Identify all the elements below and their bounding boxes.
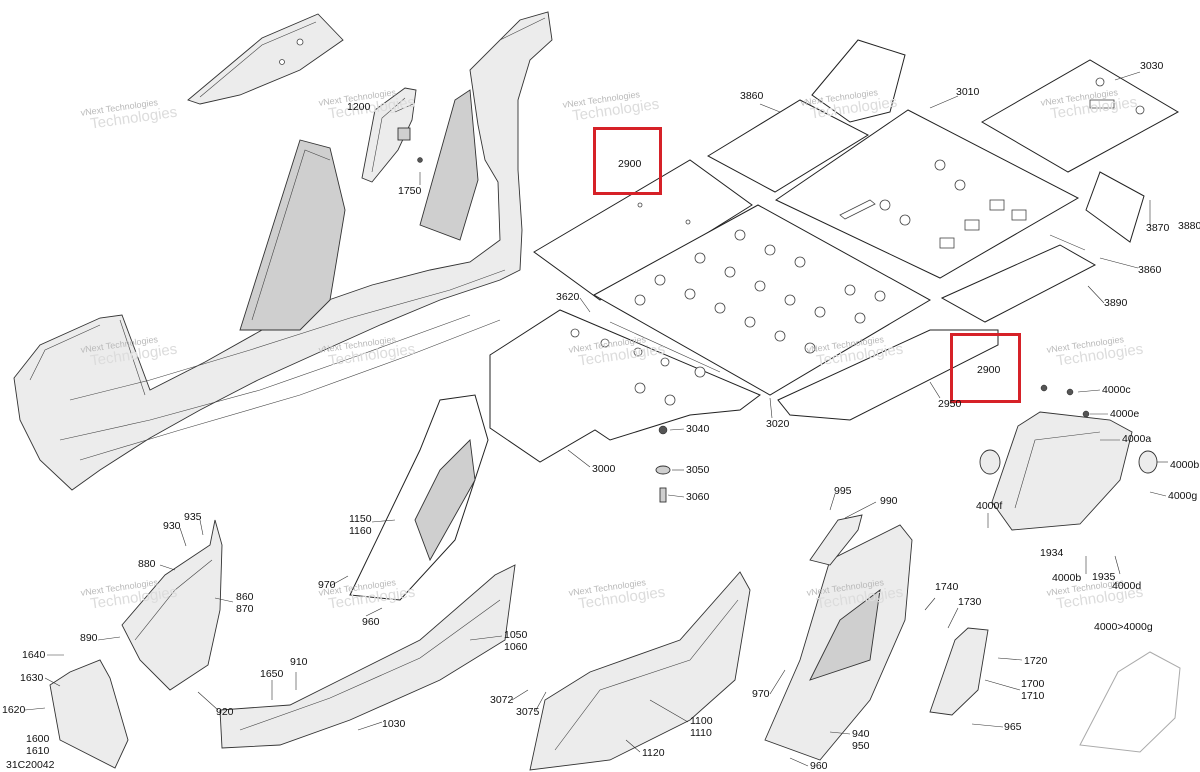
panel-940-part: [764, 524, 913, 761]
callout-3860-lower: 3860: [1138, 264, 1162, 276]
callout-1150: 1150: [349, 513, 372, 525]
floor-panel-2900-part: [533, 159, 753, 301]
callout-3870: 3870: [1146, 222, 1170, 234]
side-frame-part: [13, 11, 553, 491]
floor-panel-2950-part: [777, 329, 999, 421]
callout-1630: 1630: [20, 672, 44, 684]
callout-1934: 1934: [1040, 547, 1064, 559]
floor-panel-3020-part: [592, 204, 932, 396]
floor-panel-3000-part: [489, 309, 761, 463]
fastener-3050-part: [655, 465, 671, 475]
callout-3050: 3050: [686, 464, 710, 476]
callout-3890: 3890: [1104, 297, 1128, 309]
callout-4000b-upper: 4000b: [1170, 459, 1200, 471]
callout-4000d: 4000d: [1112, 580, 1142, 592]
callout-1700: 1700: [1021, 678, 1045, 690]
callout-960-left: 960: [362, 616, 380, 628]
callout-1750: 1750: [398, 185, 422, 197]
callout-4000-to-4000g: 4000>4000g: [1094, 621, 1153, 633]
leader-lines: [24, 71, 1168, 767]
fastener-3040-part: [658, 425, 668, 435]
floor-panel-3010-part: [774, 109, 1080, 279]
floor-panel-3860a-part: [706, 39, 906, 193]
callout-4000f: 4000f: [976, 500, 1003, 512]
floor-panel-3030-part: [981, 59, 1180, 173]
callout-995: 995: [834, 485, 852, 497]
callout-960-right: 960: [810, 760, 828, 772]
callout-910: 910: [290, 656, 308, 668]
panel-1150-part: [349, 394, 489, 601]
callout-2900-upper: 2900: [618, 158, 642, 170]
callout-3880: 3880: [1178, 220, 1200, 232]
callout-880: 880: [138, 558, 156, 570]
callout-1200: 1200: [347, 101, 371, 113]
callout-4000a: 4000a: [1122, 433, 1152, 445]
callout-1610: 1610: [26, 745, 50, 757]
callout-3075: 3075: [516, 706, 540, 718]
callout-965: 965: [1004, 721, 1022, 733]
callout-2900-lower: 2900: [977, 364, 1001, 376]
callout-1110: 1110: [690, 727, 712, 739]
bracket-1200-part: [361, 87, 423, 183]
callout-1650: 1650: [260, 668, 284, 680]
panel-1700-part: [929, 627, 989, 716]
callout-1620: 1620: [2, 704, 26, 716]
callout-940: 940: [852, 728, 870, 740]
callout-3010: 3010: [956, 86, 980, 98]
highlight-box-2900-lower[interactable]: 2900: [950, 333, 1021, 403]
floor-panel-3870-part: [1085, 171, 1145, 243]
callout-4000e: 4000e: [1110, 408, 1140, 420]
floor-panel-3860b-part: [940, 234, 1097, 323]
callout-1050: 1050: [504, 629, 528, 641]
callout-870: 870: [236, 603, 254, 615]
panel-860-part: [121, 519, 223, 691]
callout-1600: 1600: [26, 733, 50, 745]
callout-1935: 1935: [1092, 571, 1116, 583]
callout-3620: 3620: [556, 291, 580, 303]
callout-1640: 1640: [22, 649, 46, 661]
callout-950: 950: [852, 740, 870, 752]
highlight-box-2900-upper[interactable]: 2900: [593, 127, 662, 195]
callout-1720: 1720: [1024, 655, 1048, 667]
callout-970-right: 970: [752, 688, 770, 700]
callout-1060: 1060: [504, 641, 528, 653]
callout-930: 930: [163, 520, 181, 532]
callout-3072: 3072: [490, 694, 514, 706]
callout-3060: 3060: [686, 491, 710, 503]
panel-1600-part: [49, 659, 129, 769]
callout-1160: 1160: [349, 525, 372, 537]
callout-4000g: 4000g: [1168, 490, 1198, 502]
callout-890: 890: [80, 632, 98, 644]
callout-1740: 1740: [935, 581, 959, 593]
callout-3860-upper: 3860: [740, 90, 764, 102]
diagram-code: 31C20042: [6, 759, 55, 771]
callout-990: 990: [880, 495, 898, 507]
callout-970-left: 970: [318, 579, 336, 591]
callout-860: 860: [236, 591, 254, 603]
callout-1730: 1730: [958, 596, 982, 608]
rocker-1100-part: [529, 571, 751, 771]
callout-4000c: 4000c: [1102, 384, 1131, 396]
callout-3040: 3040: [686, 423, 710, 435]
bracket-990-part: [809, 514, 863, 566]
upper-cover-part: [187, 13, 344, 105]
callout-3000: 3000: [592, 463, 616, 475]
callout-1710: 1710: [1021, 690, 1045, 702]
grab-handle-4000-part: [979, 384, 1158, 531]
callout-935: 935: [184, 511, 202, 523]
grab-handle-ghost-part: [1079, 651, 1181, 753]
callout-1100: 1100: [690, 715, 713, 727]
callout-3020: 3020: [766, 418, 790, 430]
callout-3030: 3030: [1140, 60, 1164, 72]
callout-1030: 1030: [382, 718, 406, 730]
callout-1120: 1120: [642, 747, 665, 759]
callout-920: 920: [216, 706, 234, 718]
fastener-3060-part: [659, 487, 667, 503]
callout-4000b-lower: 4000b: [1052, 572, 1082, 584]
callout-2950: 2950: [938, 398, 962, 410]
rocker-1050-part: [219, 564, 516, 749]
